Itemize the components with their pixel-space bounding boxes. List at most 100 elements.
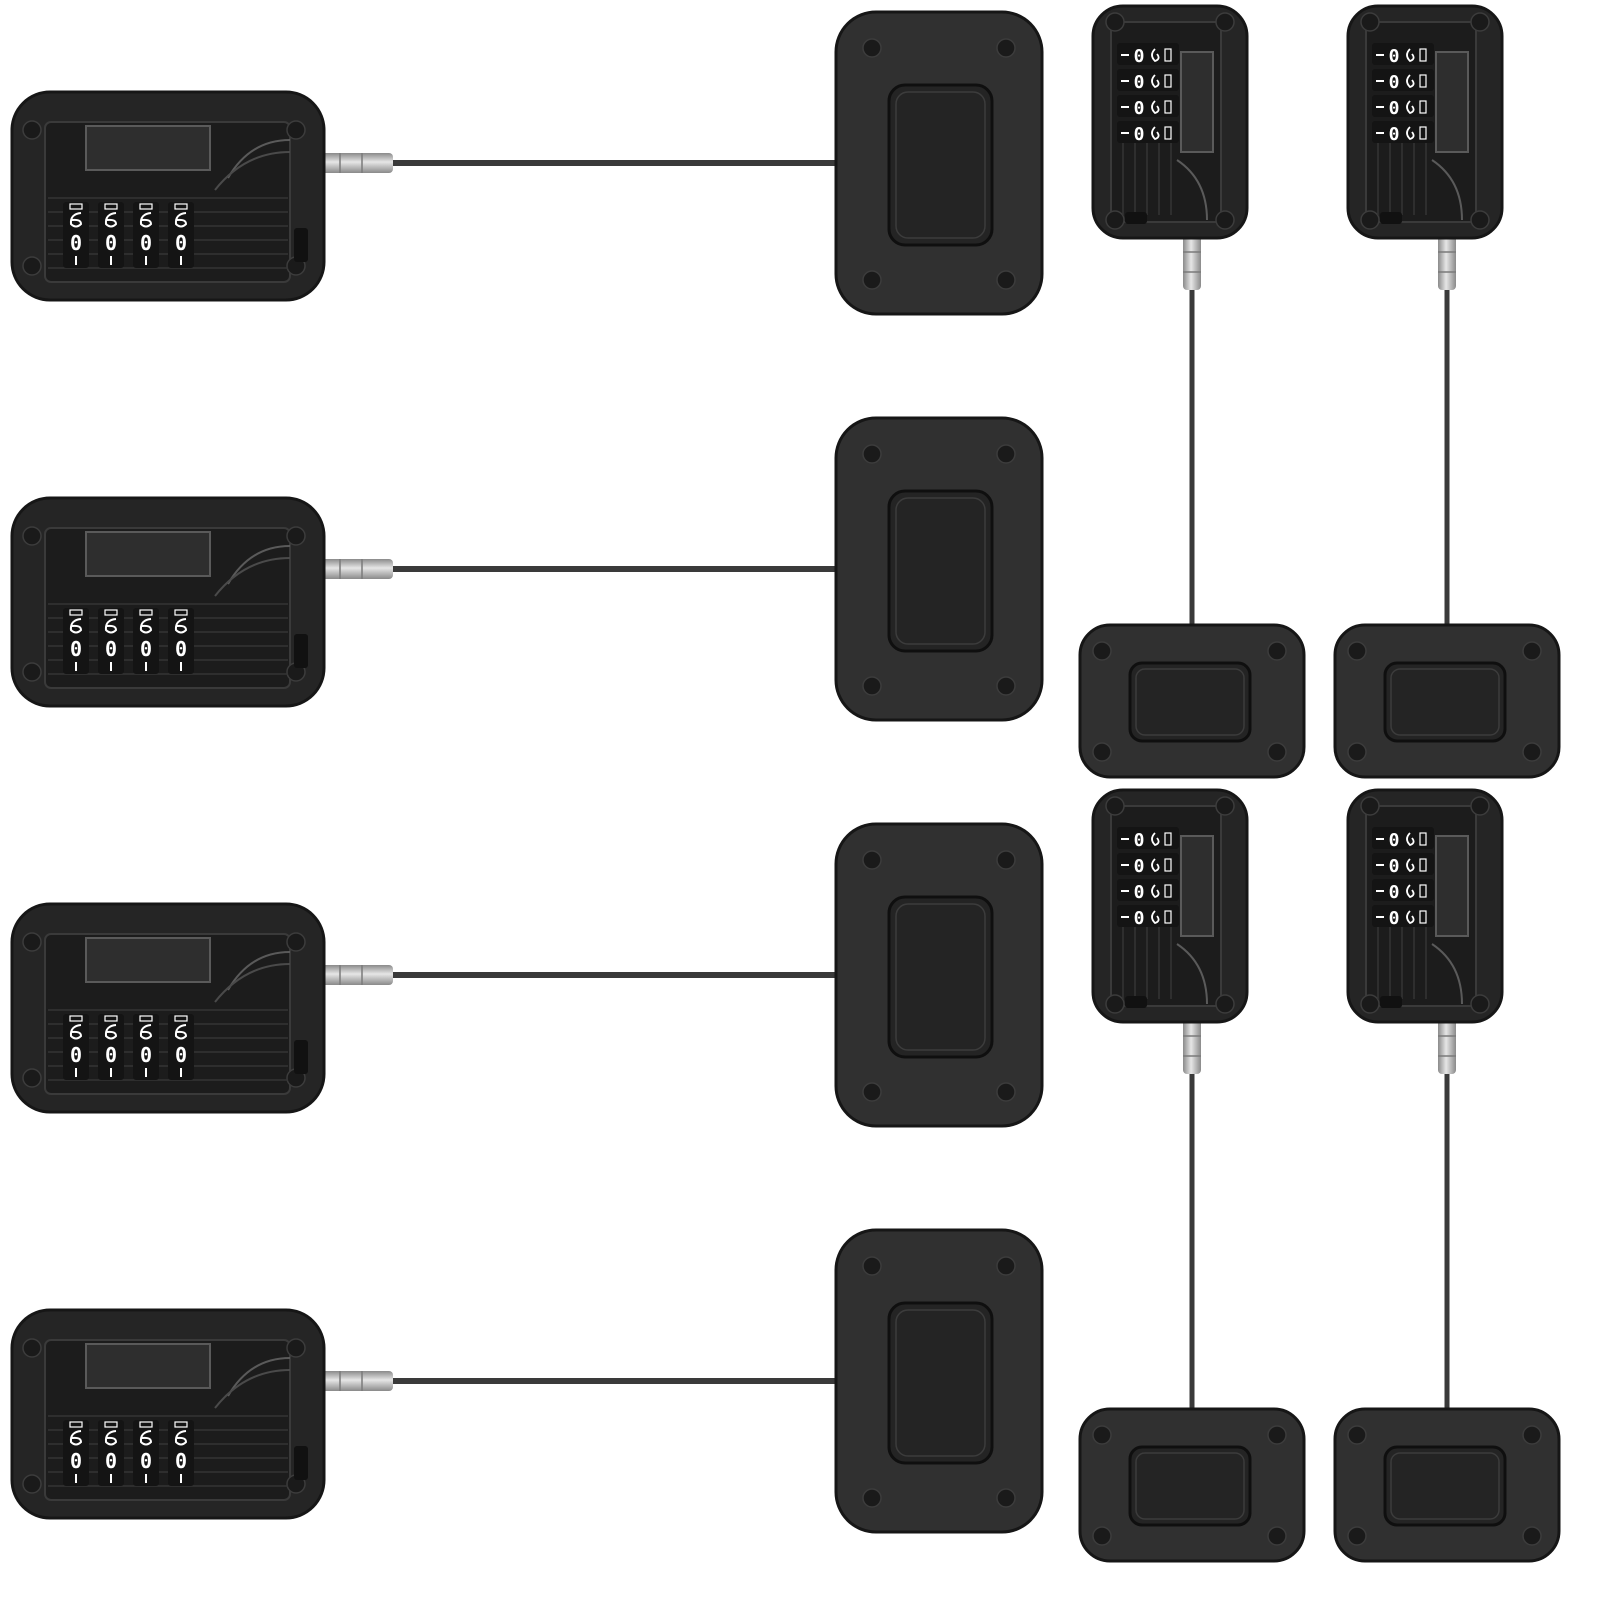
screw-hole	[862, 38, 882, 58]
dial-wheel	[168, 202, 194, 268]
dial-wheel	[1117, 827, 1179, 849]
release-button	[1125, 996, 1147, 1008]
lock-window	[85, 1343, 211, 1389]
dial-wheel	[1117, 853, 1179, 875]
release-button	[294, 228, 308, 262]
dial-wheel	[1117, 43, 1179, 65]
dial-digit: 0	[1134, 882, 1145, 903]
dial-digit: 0	[140, 231, 152, 255]
screw-hole	[286, 1338, 306, 1358]
screw-hole	[286, 932, 306, 952]
screw-hole	[1092, 1526, 1112, 1546]
screw-hole	[22, 1068, 42, 1088]
dial-digit: 0	[105, 1449, 117, 1473]
lock-window	[85, 531, 211, 577]
dial-digit: 0	[1134, 72, 1145, 93]
release-button	[294, 1040, 308, 1074]
screw-hole	[862, 444, 882, 464]
screw-hole	[996, 444, 1016, 464]
screw-hole	[22, 256, 42, 276]
screw-hole	[996, 1082, 1016, 1102]
dial-digit: 0	[1134, 908, 1145, 929]
mounting-plate	[1333, 1407, 1561, 1563]
dial-wheel	[168, 608, 194, 674]
cable-anchor	[887, 1301, 994, 1465]
cable-anchor	[1128, 1445, 1252, 1527]
screw-hole	[1522, 1526, 1542, 1546]
screw-hole	[1347, 641, 1367, 661]
screw-hole	[996, 676, 1016, 696]
screw-hole	[22, 662, 42, 682]
dial-wheel	[133, 1420, 159, 1486]
screw-hole	[1215, 796, 1235, 816]
screw-hole	[1215, 12, 1235, 32]
screw-hole	[22, 120, 42, 140]
dial-digit: 0	[1389, 98, 1400, 119]
mounting-plate	[1078, 1407, 1306, 1563]
cable-anchor	[1128, 661, 1252, 743]
screw-hole	[1347, 1425, 1367, 1445]
dial-digit: 0	[1134, 856, 1145, 877]
dial-digit: 0	[1134, 46, 1145, 67]
dial-digit: 0	[70, 1449, 82, 1473]
screw-hole	[1470, 796, 1490, 816]
screw-hole	[1105, 210, 1125, 230]
release-button	[294, 634, 308, 668]
dial-digit: 0	[70, 231, 82, 255]
dial-wheel	[133, 202, 159, 268]
dial-wheel	[63, 1014, 89, 1080]
dial-wheel	[133, 1014, 159, 1080]
screw-hole	[1360, 796, 1380, 816]
dial-wheel	[1372, 879, 1434, 901]
dial-digit: 0	[70, 637, 82, 661]
dial-wheel	[1117, 69, 1179, 91]
release-button	[1125, 212, 1147, 224]
release-button	[294, 1446, 308, 1480]
dial-digit: 0	[140, 1449, 152, 1473]
dial-digit: 0	[1389, 856, 1400, 877]
screw-hole	[1347, 1526, 1367, 1546]
screw-hole	[996, 1488, 1016, 1508]
screw-hole	[862, 1488, 882, 1508]
screw-hole	[1360, 210, 1380, 230]
dial-digit: 0	[140, 1043, 152, 1067]
dial-digit: 0	[140, 637, 152, 661]
screw-hole	[1522, 641, 1542, 661]
lock-window	[1435, 51, 1469, 153]
screw-hole	[1267, 1526, 1287, 1546]
screw-hole	[862, 850, 882, 870]
cable-anchor	[887, 489, 994, 653]
dial-digit: 0	[105, 231, 117, 255]
dial-digit: 0	[1134, 124, 1145, 145]
screw-hole	[996, 270, 1016, 290]
screw-hole	[22, 526, 42, 546]
dial-wheel	[63, 202, 89, 268]
screw-hole	[1522, 1425, 1542, 1445]
dial-digit: 0	[105, 1043, 117, 1067]
dial-digit: 0	[175, 1449, 187, 1473]
dial-wheel	[1117, 879, 1179, 901]
dial-wheel	[1117, 905, 1179, 927]
screw-hole	[22, 1474, 42, 1494]
mounting-plate	[834, 822, 1044, 1128]
dial-wheel	[1372, 905, 1434, 927]
dial-wheel	[98, 1420, 124, 1486]
lock-window	[1435, 835, 1469, 937]
release-button	[1380, 996, 1402, 1008]
